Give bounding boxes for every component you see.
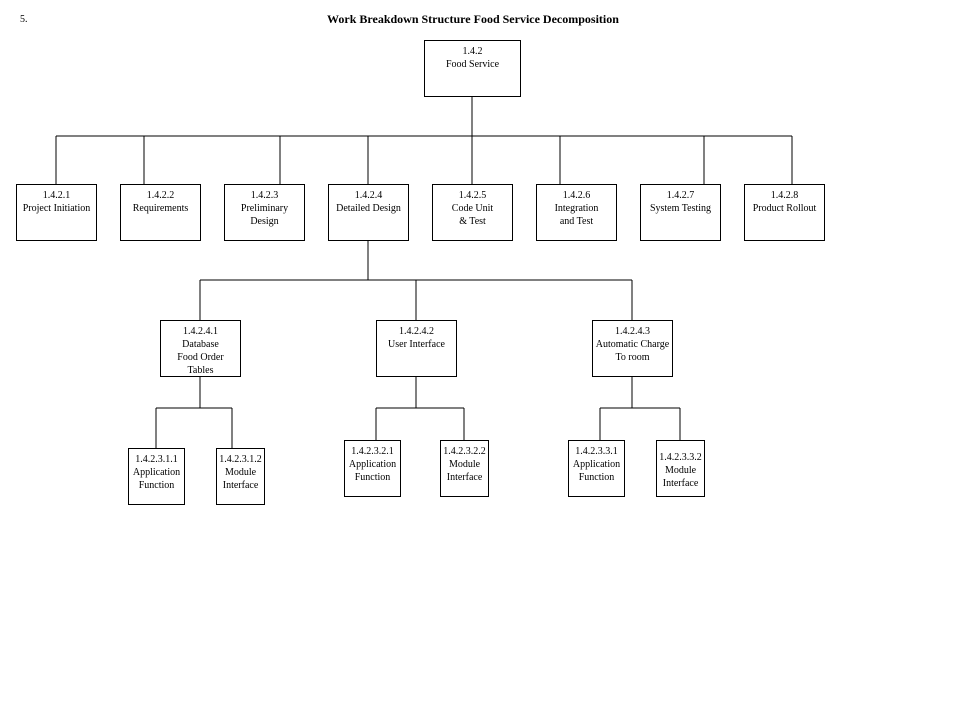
node-id: 1.4.2.4.3	[615, 326, 650, 337]
wbs-node-application-function-2: 1.4.2.3.2.1 Application Function	[344, 440, 401, 497]
wbs-node-automatic-charge: 1.4.2.4.3 Automatic Charge To room	[592, 320, 673, 377]
node-label: Module	[224, 467, 257, 478]
node-label: & Test	[459, 216, 486, 227]
node-label: Detailed Design	[336, 203, 401, 214]
node-label: Automatic Charge	[595, 339, 670, 350]
wbs-node-module-interface-1: 1.4.2.3.1.2 Module Interface	[216, 448, 265, 505]
node-id: 1.4.2.4.2	[399, 326, 434, 337]
node-label: Interface	[446, 472, 483, 483]
node-label: Design	[250, 216, 279, 227]
wbs-node-code-unit-test: 1.4.2.5 Code Unit & Test	[432, 184, 513, 241]
wbs-node-application-function-3: 1.4.2.3.3.1 Application Function	[568, 440, 625, 497]
wbs-node-application-function-1: 1.4.2.3.1.1 Application Function	[128, 448, 185, 505]
node-label: Interface	[662, 478, 699, 489]
wbs-node-integration-test: 1.4.2.6 Integration and Test	[536, 184, 617, 241]
node-label: Requirements	[132, 203, 189, 214]
wbs-node-food-service: 1.4.2 Food Service	[424, 40, 521, 97]
wbs-node-preliminary-design: 1.4.2.3 Preliminary Design	[224, 184, 305, 241]
node-label: and Test	[559, 216, 594, 227]
node-id: 1.4.2.3.1.2	[219, 454, 262, 465]
node-label: Application	[132, 467, 181, 478]
wbs-node-detailed-design: 1.4.2.4 Detailed Design	[328, 184, 409, 241]
node-id: 1.4.2.2	[146, 190, 175, 201]
node-label: Integration	[554, 203, 599, 214]
wbs-node-module-interface-2: 1.4.2.3.2.2 Module Interface	[440, 440, 489, 497]
node-label: Food Order	[177, 352, 224, 363]
node-label: User Interface	[388, 339, 445, 350]
node-label: To room	[615, 352, 650, 363]
node-id: 1.4.2.7	[666, 190, 695, 201]
wbs-node-project-initiation: 1.4.2.1 Project Initiation	[16, 184, 97, 241]
node-label: System Testing	[649, 203, 712, 214]
node-id: 1.4.2.6	[562, 190, 591, 201]
node-id: 1.4.2.1	[42, 190, 71, 201]
node-id: 1.4.2.4.1	[183, 326, 218, 337]
node-label: Application	[348, 459, 397, 470]
node-label: Function	[578, 472, 615, 483]
node-id: 1.4.2.3.2.1	[351, 446, 394, 457]
wbs-node-user-interface: 1.4.2.4.2 User Interface	[376, 320, 457, 377]
node-label: Preliminary	[240, 203, 289, 214]
node-label: Module	[448, 459, 481, 470]
node-id: 1.4.2.3.1.1	[135, 454, 178, 465]
node-label: Database	[182, 339, 219, 350]
node-id: 1.4.2.5	[458, 190, 487, 201]
node-label: Interface	[222, 480, 259, 491]
node-label: Function	[138, 480, 175, 491]
node-label: Application	[572, 459, 621, 470]
node-label: Food Service	[445, 59, 500, 70]
wbs-node-requirements: 1.4.2.2 Requirements	[120, 184, 201, 241]
node-label: Code Unit	[451, 203, 494, 214]
node-id: 1.4.2.4	[354, 190, 383, 201]
node-id: 1.4.2.3	[250, 190, 279, 201]
node-label: Function	[354, 472, 391, 483]
node-label: Module	[664, 465, 697, 476]
node-id: 1.4.2.8	[770, 190, 799, 201]
node-label: Tables	[187, 365, 214, 376]
wbs-node-module-interface-3: 1.4.2.3.3.2 Module Interface	[656, 440, 705, 497]
page-title: Work Breakdown Structure Food Service De…	[327, 12, 619, 26]
wbs-node-database-tables: 1.4.2.4.1 Database Food Order Tables	[160, 320, 241, 377]
page-number: 5.	[20, 14, 28, 25]
node-id: 1.4.2	[462, 46, 483, 57]
node-label: Project Initiation	[22, 203, 91, 214]
wbs-node-product-rollout: 1.4.2.8 Product Rollout	[744, 184, 825, 241]
wbs-node-system-testing: 1.4.2.7 System Testing	[640, 184, 721, 241]
node-id: 1.4.2.3.2.2	[443, 446, 486, 457]
node-id: 1.4.2.3.3.2	[659, 452, 702, 463]
node-label: Product Rollout	[752, 203, 817, 214]
node-id: 1.4.2.3.3.1	[575, 446, 618, 457]
